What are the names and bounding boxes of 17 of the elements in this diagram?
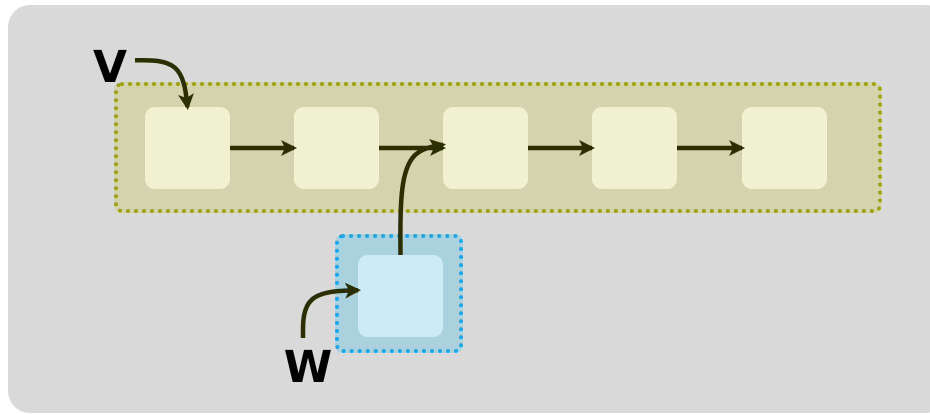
process-box	[358, 255, 443, 337]
process-box	[443, 107, 528, 189]
process-box	[294, 107, 379, 189]
arrow	[134, 58, 194, 110]
process-box	[742, 107, 827, 189]
arrow	[230, 140, 297, 156]
arrow	[398, 139, 446, 256]
arrow	[379, 140, 446, 156]
arrow	[677, 140, 745, 156]
arrow	[300, 282, 361, 338]
group-container	[114, 82, 882, 213]
arrow	[528, 140, 595, 156]
process-box	[145, 107, 230, 189]
node-label: V	[85, 42, 135, 90]
group-container	[335, 234, 463, 353]
node-label: W	[283, 338, 333, 390]
process-box	[592, 107, 677, 189]
